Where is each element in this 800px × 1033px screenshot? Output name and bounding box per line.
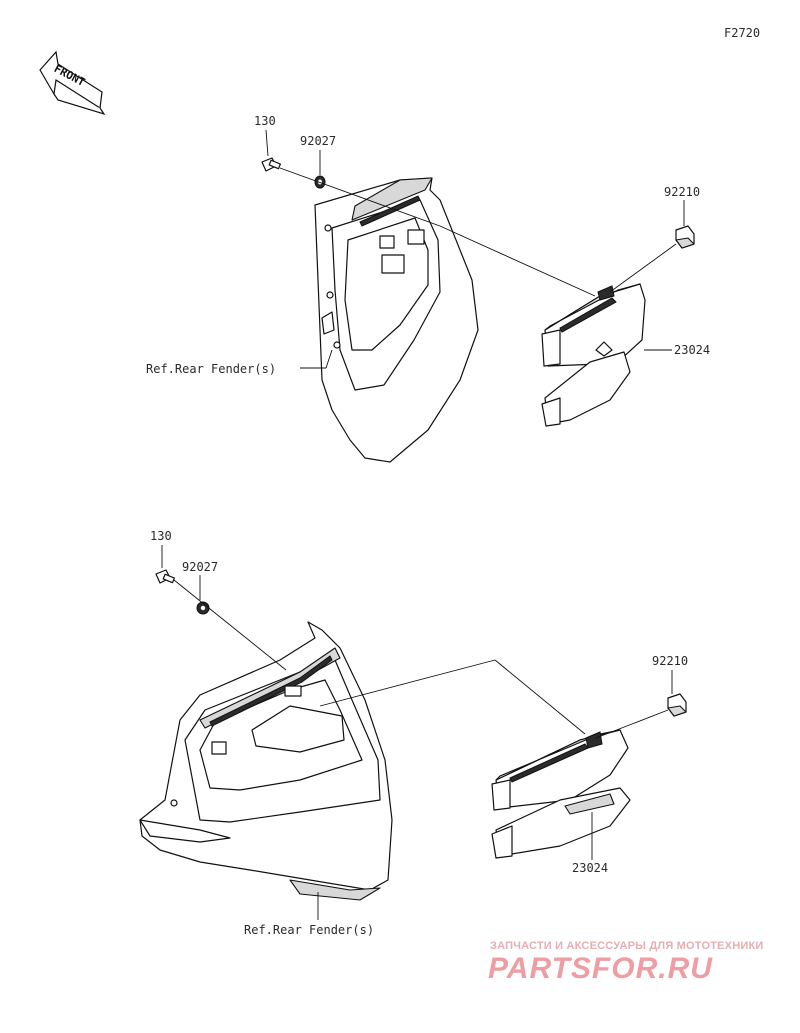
- upper-reflector-23024: [541, 283, 646, 427]
- lower-label-fender-ref: Ref.Rear Fender(s): [244, 923, 374, 937]
- lower-assembly: 130 92027 92210 23024 Ref.Rear Fender(s): [139, 529, 688, 937]
- lower-bolt-130: [155, 569, 175, 584]
- upper-label-23024: 23024: [674, 343, 710, 357]
- upper-rear-fender: [314, 177, 479, 463]
- upper-label-fender-ref: Ref.Rear Fender(s): [146, 362, 276, 376]
- lower-reflector-23024: [491, 729, 631, 859]
- upper-label-92027: 92027: [300, 134, 336, 148]
- watermark-tagline: ЗАПЧАСТИ И АКСЕССУАРЫ ДЛЯ МОТОТЕХНИКИ: [490, 940, 764, 952]
- upper-bolt-130: [261, 157, 281, 172]
- lower-nut-92210: [667, 693, 687, 717]
- lower-label-23024: 23024: [572, 861, 608, 875]
- lower-rear-fender: [139, 621, 393, 901]
- watermark-brand-logo: PARTSFOR.RU: [488, 952, 713, 985]
- lower-label-92027: 92027: [182, 560, 218, 574]
- upper-label-92210: 92210: [664, 185, 700, 199]
- lower-label-92210: 92210: [652, 654, 688, 668]
- lower-label-130: 130: [150, 529, 172, 543]
- front-arrow-icon: FRONT: [39, 50, 106, 116]
- upper-nut-92210: [675, 225, 695, 249]
- upper-assembly: 130 92027 92210 23024 Ref.Rear Fender(s): [146, 114, 710, 463]
- upper-label-130: 130: [254, 114, 276, 128]
- figure-code: F2720: [724, 26, 761, 40]
